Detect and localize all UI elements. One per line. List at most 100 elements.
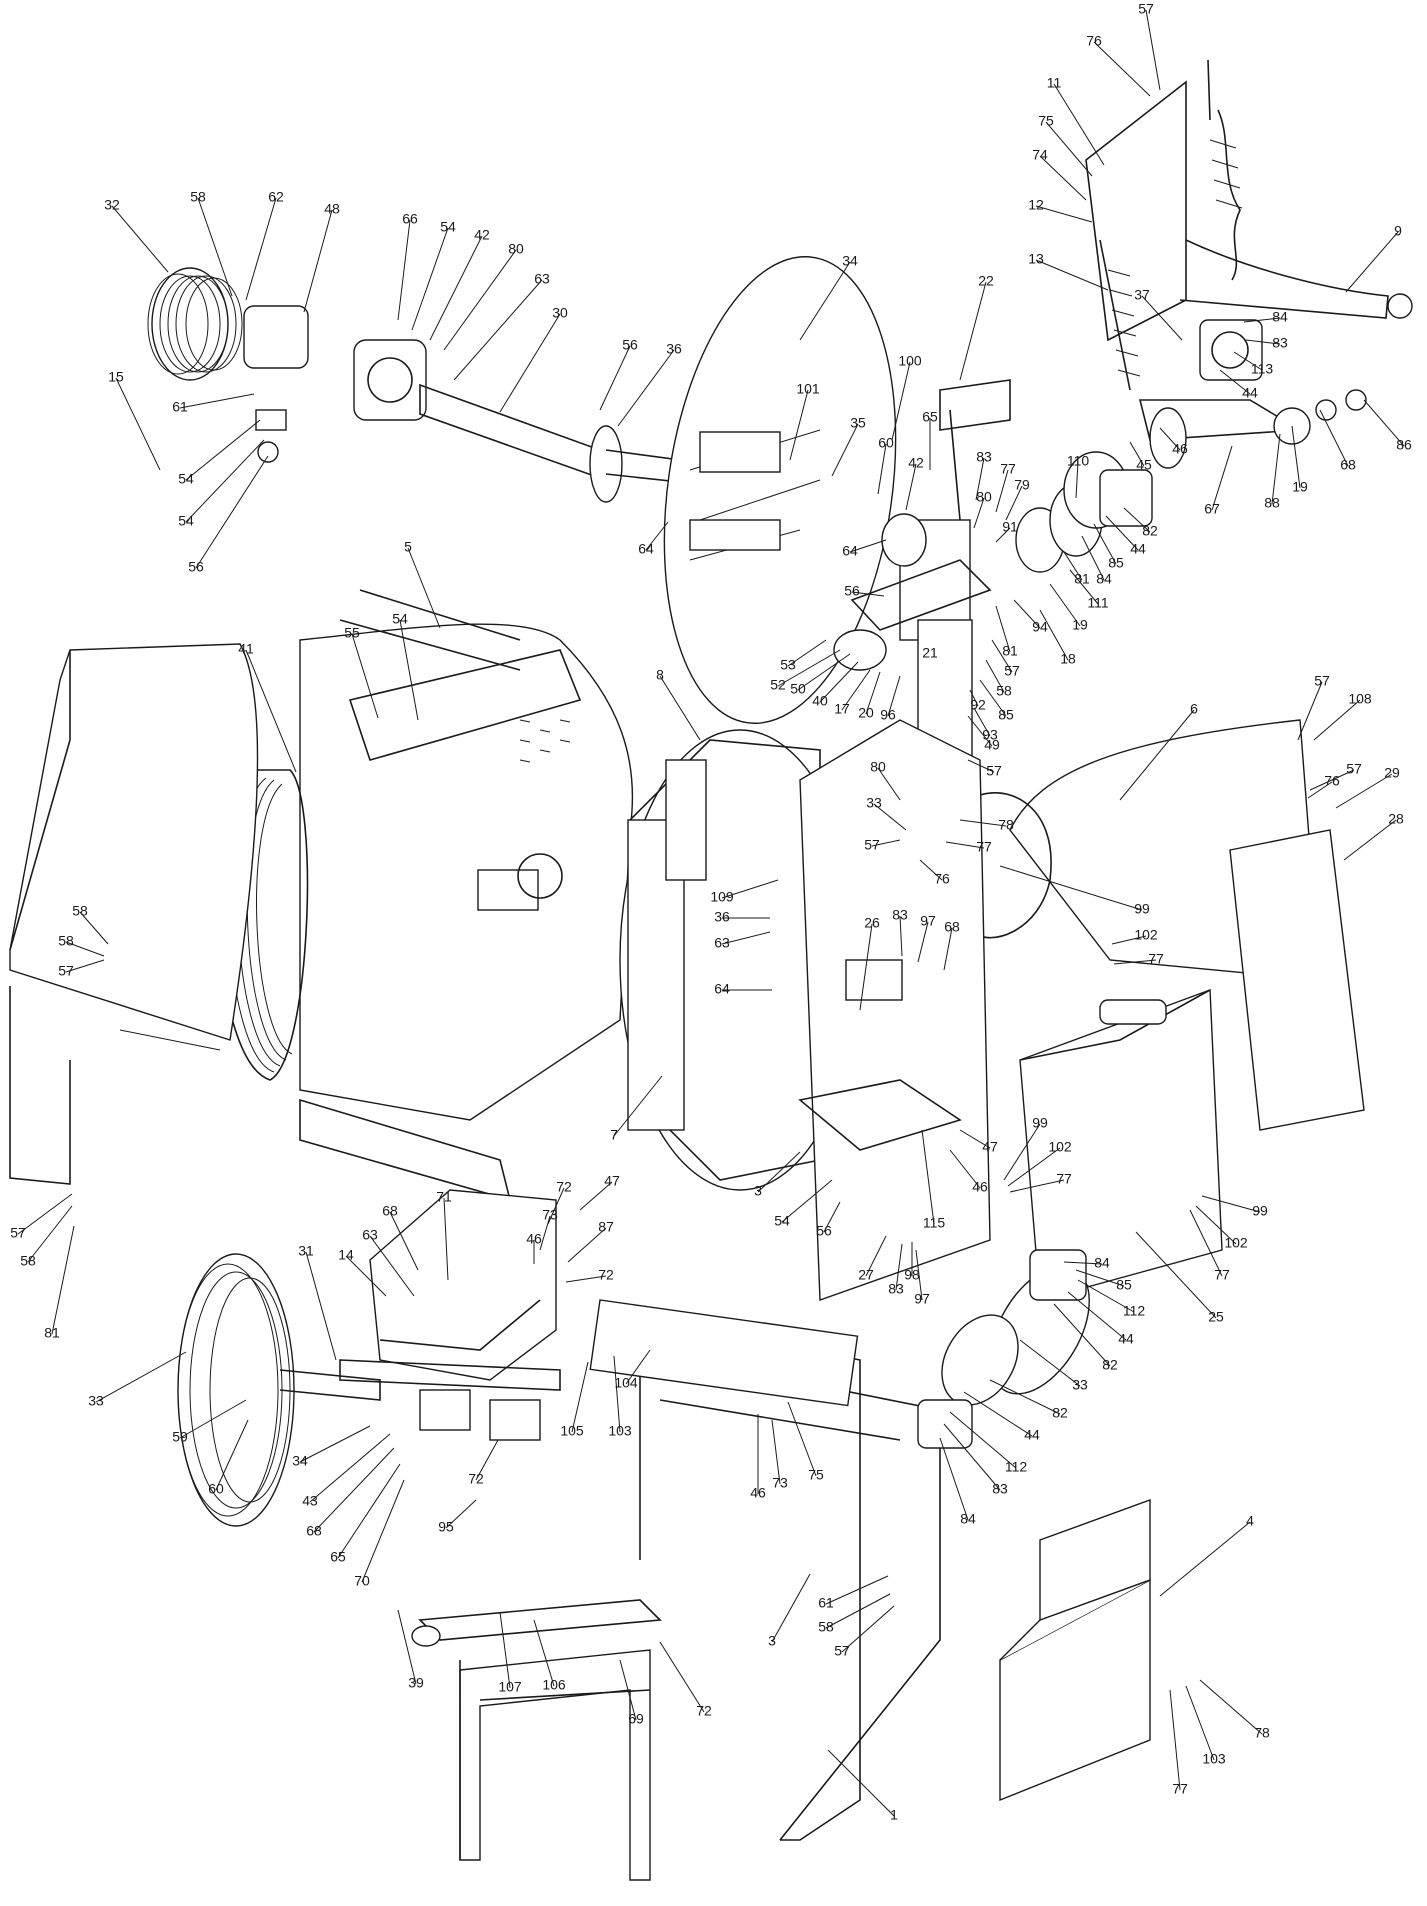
callout-111: 111: [1087, 595, 1108, 611]
leader-line-82: [1053, 1303, 1111, 1367]
leader-line-34: [299, 1425, 371, 1463]
leader-line-15: [115, 377, 161, 471]
callout-72: 72: [468, 1471, 484, 1487]
callout-57: 57: [1004, 663, 1020, 679]
callout-69: 69: [628, 1711, 644, 1727]
callout-8: 8: [656, 667, 664, 683]
callout-84: 84: [960, 1511, 976, 1527]
leader-line-57: [967, 759, 995, 773]
leader-line-57: [17, 1193, 73, 1235]
leader-line-31: [305, 1251, 337, 1361]
leader-line-77: [1189, 1209, 1223, 1277]
callout-leaders: [17, 9, 1405, 1817]
callout-100: 100: [898, 353, 922, 369]
callout-46: 46: [750, 1485, 766, 1501]
leader-line-35: [831, 423, 859, 477]
callout-44: 44: [1118, 1331, 1134, 1347]
leader-line-42: [905, 463, 917, 511]
callout-47: 47: [982, 1139, 998, 1155]
leader-line-102: [1111, 935, 1147, 945]
leader-line-57: [1145, 9, 1161, 91]
leader-line-88: [1271, 433, 1281, 505]
callout-68: 68: [306, 1523, 322, 1539]
callout-49: 49: [984, 737, 1000, 753]
callout-19: 19: [1072, 617, 1088, 633]
leader-line-99: [1201, 1195, 1261, 1213]
leader-line-81: [1063, 551, 1083, 581]
callout-43: 43: [302, 1493, 318, 1509]
callout-73: 73: [772, 1475, 788, 1491]
callout-73: 73: [542, 1207, 558, 1223]
callout-77: 77: [1172, 1781, 1188, 1797]
callout-50: 50: [790, 681, 806, 697]
callout-102: 102: [1134, 927, 1158, 943]
leader-line-83: [943, 1423, 1001, 1491]
callout-58: 58: [72, 903, 88, 919]
callout-99: 99: [1032, 1115, 1048, 1131]
leader-line-84: [1063, 1261, 1103, 1265]
callout-46: 46: [1172, 441, 1188, 457]
callout-72: 72: [556, 1179, 572, 1195]
leader-line-7: [613, 1075, 663, 1137]
callout-58: 58: [20, 1253, 36, 1269]
callout-63: 63: [534, 271, 550, 287]
callout-28: 28: [1388, 811, 1404, 827]
leader-line-33: [873, 803, 907, 831]
callout-57: 57: [1314, 673, 1330, 689]
leader-line-14: [345, 1255, 387, 1297]
leader-line-57: [1297, 681, 1323, 741]
leader-line-72: [659, 1641, 705, 1713]
callout-41: 41: [238, 641, 254, 657]
callout-108: 108: [1348, 691, 1372, 707]
callout-85: 85: [1116, 1277, 1132, 1293]
leader-line-63: [721, 931, 771, 945]
callout-80: 80: [870, 759, 886, 775]
leader-line-77: [1009, 1179, 1065, 1193]
leader-line-81: [995, 605, 1011, 653]
callout-86: 86: [1396, 437, 1412, 453]
leader-line-76: [919, 859, 943, 881]
callout-115: 115: [923, 1215, 946, 1231]
leader-line-81: [51, 1225, 75, 1335]
leader-line-54: [399, 619, 419, 721]
callout-54: 54: [178, 513, 194, 529]
leader-line-47: [579, 1181, 613, 1211]
leader-line-44: [1067, 1291, 1127, 1341]
leader-line-57: [871, 839, 901, 847]
callout-36: 36: [666, 341, 682, 357]
leader-line-72: [565, 1275, 607, 1283]
leader-line-55: [351, 633, 379, 719]
lower-right-cover: [999, 1499, 1151, 1802]
callout-96: 96: [880, 707, 896, 723]
callout-60: 60: [208, 1481, 224, 1497]
leader-line-105: [571, 1361, 589, 1433]
leader-line-54: [411, 227, 449, 331]
callout-39: 39: [408, 1675, 424, 1691]
callout-52: 52: [770, 677, 786, 693]
callout-83: 83: [1272, 335, 1288, 351]
lower-motor: [917, 1249, 1090, 1449]
callout-83: 83: [992, 1481, 1008, 1497]
callout-95: 95: [438, 1519, 454, 1535]
leader-line-64: [645, 521, 669, 551]
leader-line-68: [1319, 409, 1349, 467]
leader-line-48: [303, 209, 333, 313]
leader-line-111: [1069, 569, 1099, 605]
leader-line-62: [245, 197, 277, 301]
leader-line-68: [943, 927, 953, 971]
callout-99: 99: [1252, 1203, 1268, 1219]
callout-58: 58: [190, 189, 206, 205]
right-housing: [969, 719, 1365, 1301]
leader-line-19: [1291, 425, 1301, 489]
leader-line-47: [959, 1129, 991, 1149]
leader-line-20: [865, 671, 881, 715]
callout-68: 68: [944, 919, 960, 935]
leader-line-72: [547, 1187, 565, 1225]
callout-13: 13: [1028, 251, 1044, 267]
leader-line-50: [797, 653, 851, 691]
leader-line-39: [397, 1609, 417, 1685]
leader-line-92: [969, 689, 979, 707]
callout-6: 6: [1190, 701, 1198, 717]
leader-line-78: [1199, 1679, 1263, 1735]
main-side-plate: [299, 589, 634, 1202]
